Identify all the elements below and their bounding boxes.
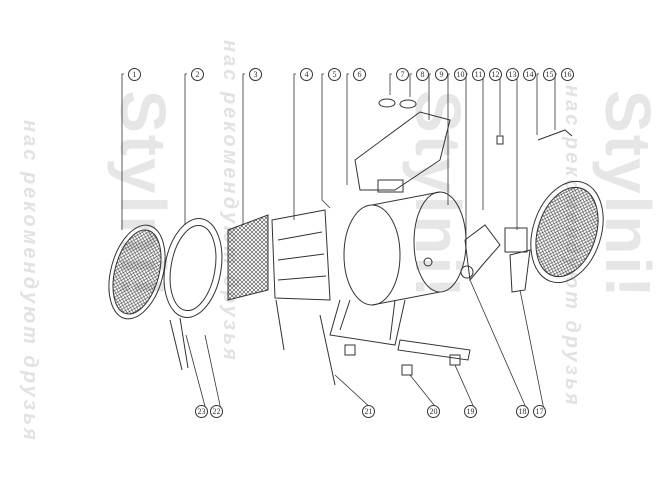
callout-13: 13 [506, 68, 519, 81]
body-cylinder [343, 191, 467, 306]
callout-18: 18 [516, 405, 529, 418]
callout-19: 19 [464, 405, 477, 418]
callout-16: 16 [561, 68, 574, 81]
fan-and-motor [460, 129, 573, 293]
front-grille [108, 224, 166, 320]
callout-22: 22 [210, 405, 223, 418]
callout-5: 5 [328, 68, 341, 81]
callout-12: 12 [489, 68, 502, 81]
inner-shroud [271, 209, 331, 351]
callout-3: 3 [249, 68, 262, 81]
callout-9: 9 [435, 68, 448, 81]
stand [319, 299, 471, 386]
callout-11: 11 [472, 68, 485, 81]
rear-grille [530, 180, 604, 284]
heating-element [227, 214, 269, 301]
front-ring [163, 218, 223, 371]
top-handle [354, 98, 451, 193]
callout-20: 20 [427, 405, 440, 418]
callout-21: 21 [362, 405, 375, 418]
callout-15: 15 [543, 68, 556, 81]
leader-lines [121, 73, 557, 411]
callout-14: 14 [523, 68, 536, 81]
callout-17: 17 [533, 405, 546, 418]
callout-7: 7 [396, 68, 409, 81]
callout-1: 1 [128, 68, 141, 81]
callout-10: 10 [454, 68, 467, 81]
callout-4: 4 [300, 68, 313, 81]
callout-23: 23 [195, 405, 208, 418]
callout-6: 6 [353, 68, 366, 81]
callout-2: 2 [191, 68, 204, 81]
callout-8: 8 [416, 68, 429, 81]
